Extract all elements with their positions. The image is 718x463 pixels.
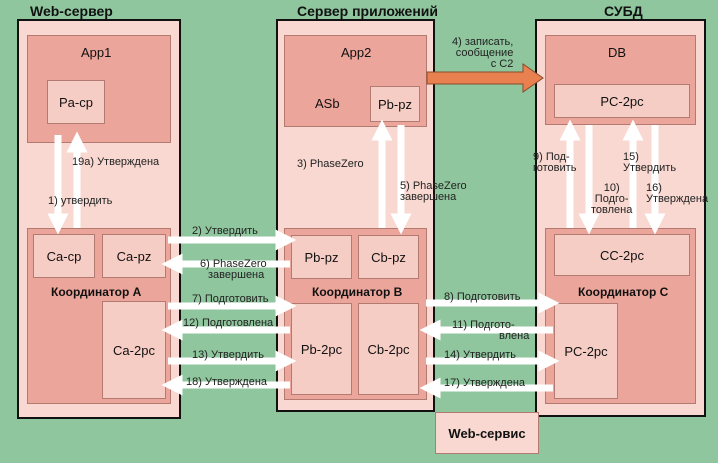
step5-label: 5) PhaseZero завершена	[400, 180, 467, 203]
step16-label: 16) Утверждена	[646, 182, 709, 205]
app2-block: App2 ASb Pb-pz	[284, 35, 427, 127]
cb-pz-box: Cb-pz	[358, 235, 419, 279]
step3-label: 3) PhaseZero	[297, 158, 364, 170]
step14-label: 14) Утвердить	[444, 349, 517, 361]
pb-pz-box: Pb-pz	[291, 235, 352, 279]
app1-label: App1	[81, 45, 112, 60]
coordinator-a-block: Ca-cp Ca-pz Координатор A Ca-2pc	[27, 228, 171, 404]
step8-label: 8) Подготовить	[444, 291, 521, 303]
app1-block: App1 Pa-cp	[27, 35, 171, 143]
pb-pz-resource: Pb-pz	[370, 86, 420, 122]
step1-label: 1) утвердить	[48, 195, 113, 207]
coordinator-b-block: Pb-pz Cb-pz Координатор B Pb-2pc Cb-2pc	[284, 228, 427, 400]
pc-2pc-resource: PC-2pc	[554, 84, 690, 118]
coordinator-a-label: Координатор A	[51, 285, 142, 299]
step7-label: 7) Подготовить	[192, 293, 269, 305]
step6-label: 6) PhaseZero завершена	[200, 258, 267, 281]
coordinator-c-block: CC-2pc Координатор C PC-2pc	[545, 228, 696, 404]
step2-label: 2) Утвердить	[192, 225, 258, 237]
ca-cp-box: Ca-cp	[33, 234, 95, 278]
ca-pz-box: Ca-pz	[102, 234, 166, 278]
asb-label: ASb	[315, 96, 340, 111]
coordinator-c-label: Координатор C	[578, 285, 669, 299]
arrow-step4	[426, 63, 544, 93]
step15-label: 15) Утвердить	[623, 151, 677, 174]
cb-2pc-box: Cb-2pc	[358, 303, 419, 395]
pc-2pc-box: PC-2pc	[554, 303, 618, 399]
db-label: DB	[608, 45, 627, 60]
pb-2pc-box: Pb-2pc	[291, 303, 352, 395]
step17-label: 17) Утверждена	[444, 377, 526, 389]
app2-label: App2	[341, 45, 372, 60]
pa-cp-resource: Pa-cp	[47, 80, 105, 124]
step19a-label: 19а) Утверждена	[72, 156, 160, 168]
web-service-label: Web-сервис	[448, 425, 526, 441]
step11-label: 11) Подгото- влена	[452, 319, 530, 342]
step12-label: 12) Подготовлена	[183, 317, 274, 329]
coordinator-b-label: Координатор B	[312, 285, 403, 299]
step18-label: 18) Утверждена	[186, 376, 268, 388]
ca-2pc-box: Ca-2pc	[102, 301, 166, 399]
db-block: DB PC-2pc	[545, 35, 696, 125]
cc-2pc-box: CC-2pc	[554, 234, 690, 276]
web-service-box: Web-сервис	[435, 412, 539, 454]
dbms-title: СУБД	[604, 3, 643, 19]
step13-label: 13) Утвердить	[192, 349, 265, 361]
web-server-title: Web-сервер	[30, 3, 113, 19]
step10-label: 10) Подго- товлена	[591, 182, 633, 216]
app-server-title: Сервер приложений	[297, 3, 438, 19]
step9-label: 9) Под- готовить	[533, 151, 577, 174]
step4-label: 4) записать, сообщение с C2	[452, 36, 514, 70]
